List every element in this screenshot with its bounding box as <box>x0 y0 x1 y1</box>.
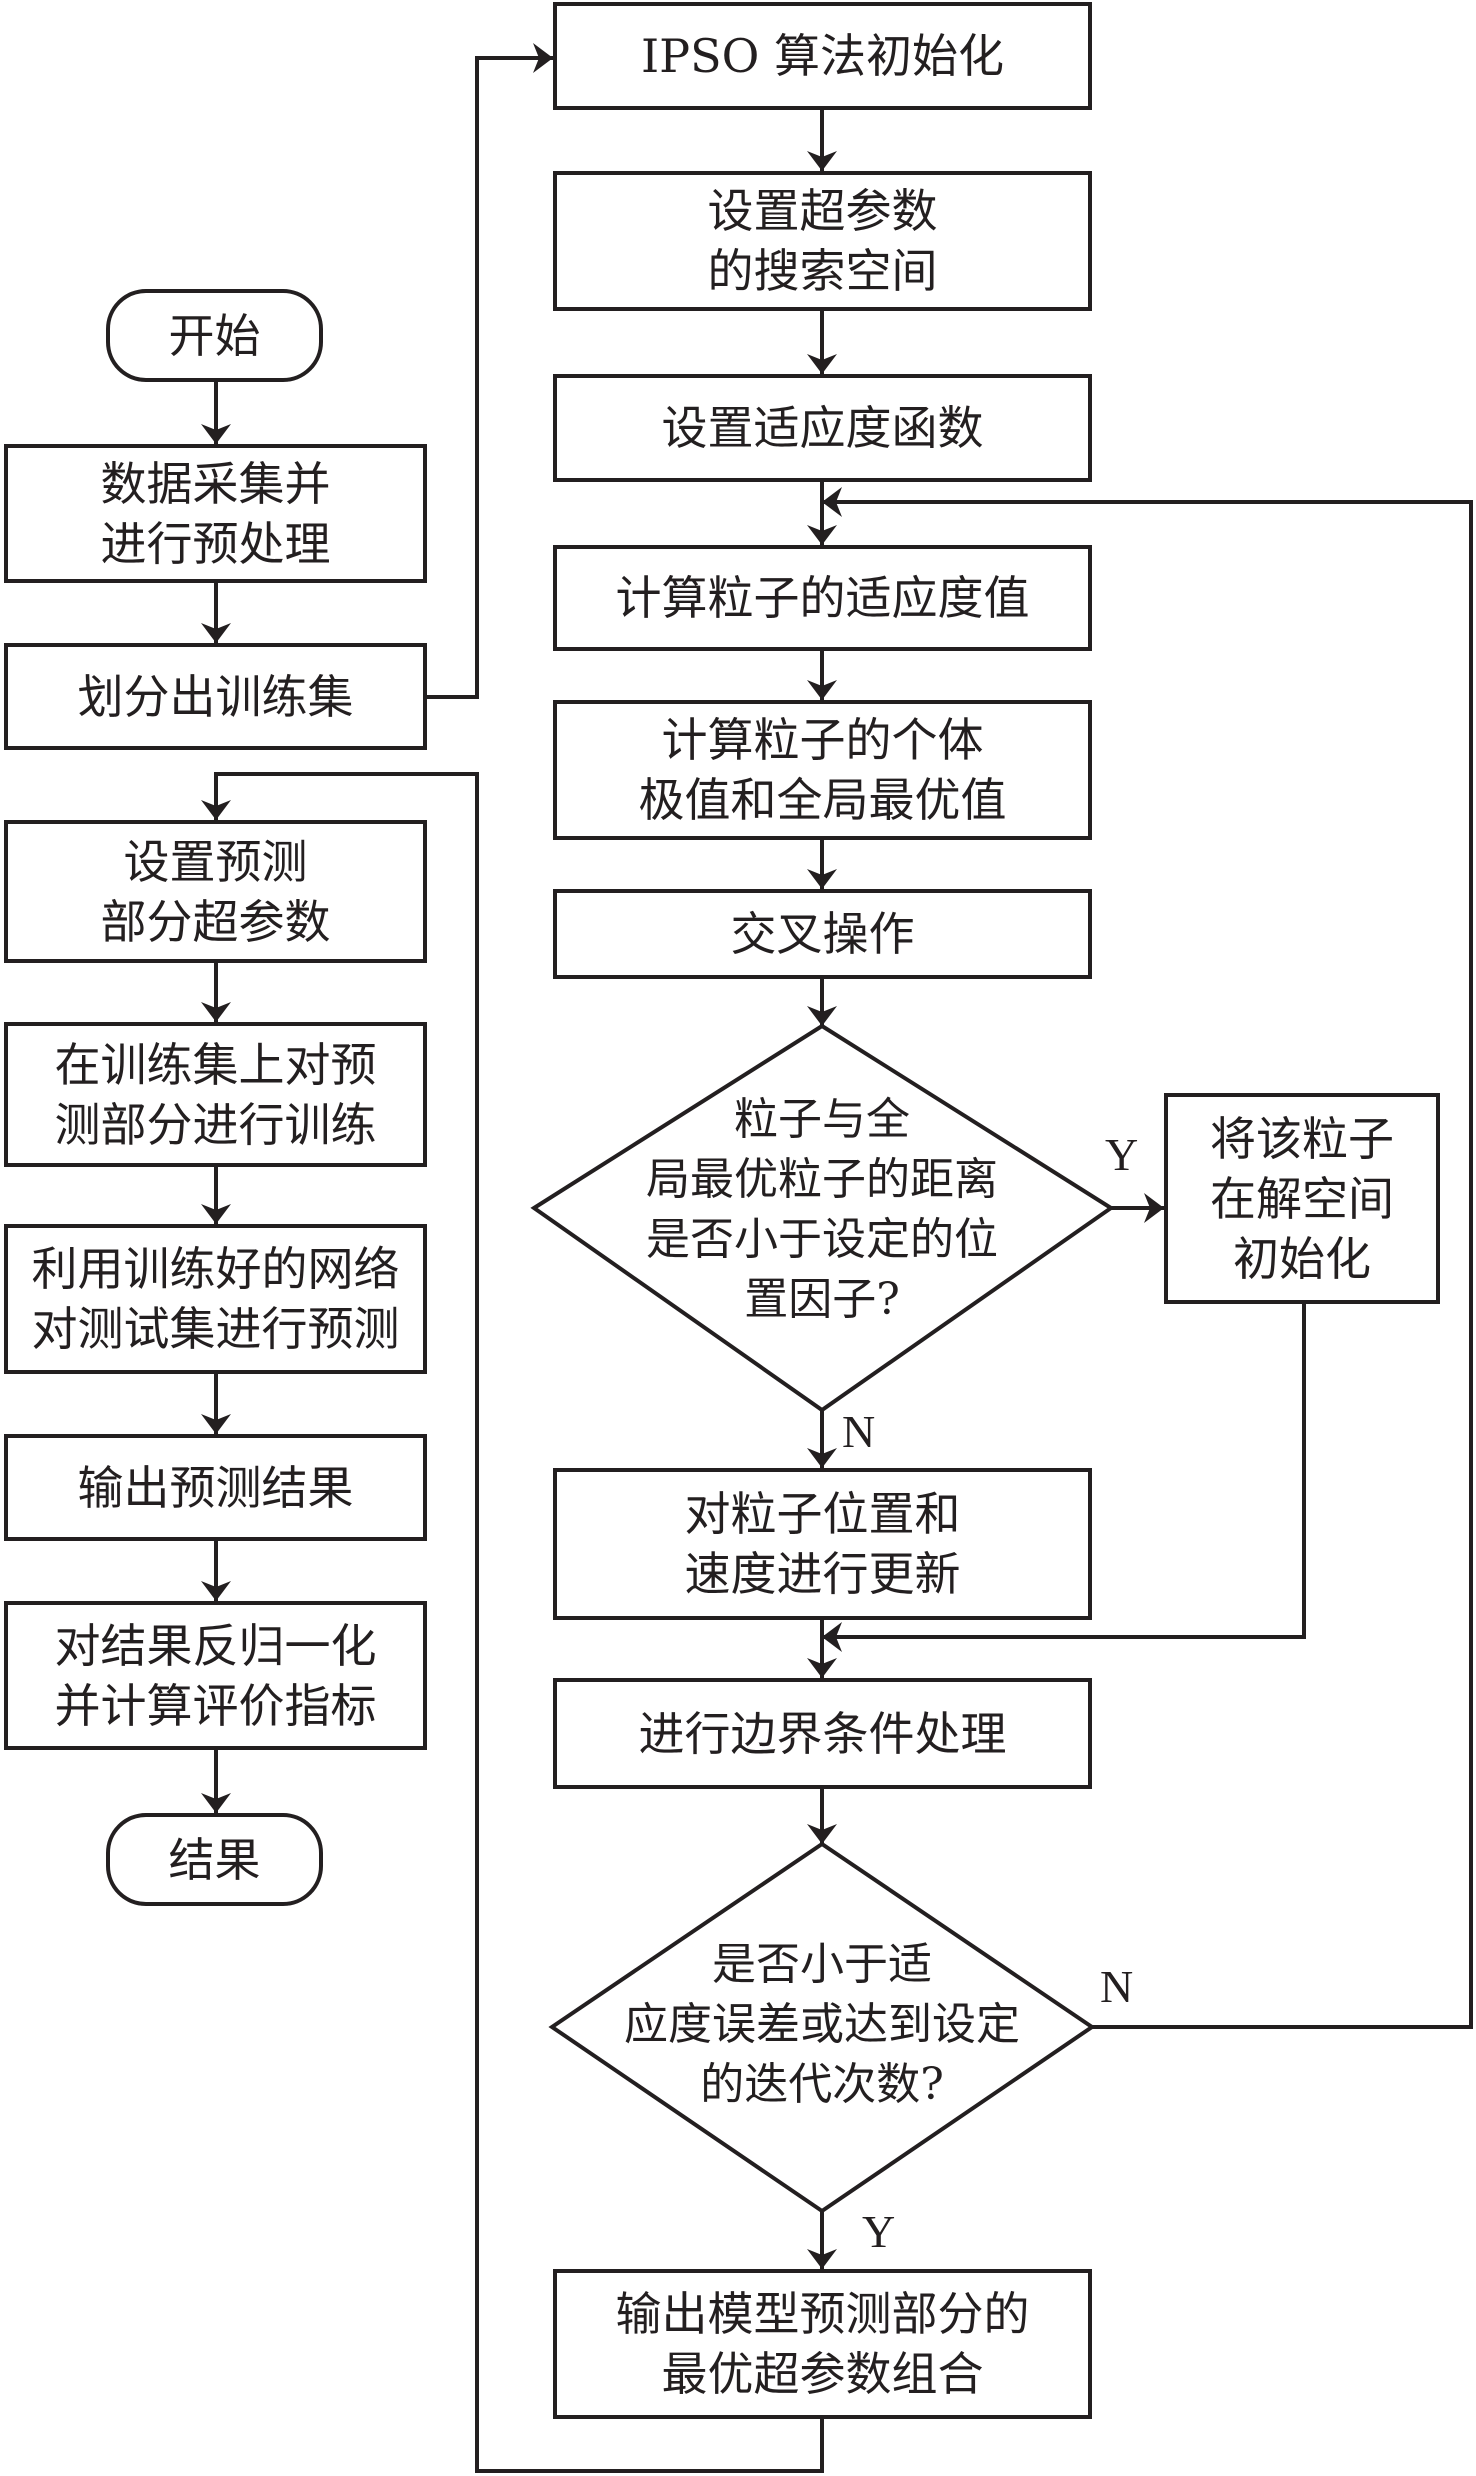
split-node: 划分出训练集 <box>4 643 427 750</box>
calc-fitness-node: 计算粒子的适应度值 <box>553 545 1092 651</box>
decision2-yes-label: Y <box>862 2206 896 2257</box>
arrow-split-init <box>427 43 553 699</box>
ipso-init-node: IPSO 算法初始化 <box>553 2 1092 110</box>
end-node: 结果 <box>106 1813 323 1906</box>
decision1-shape <box>530 1023 1115 1413</box>
search-space-node: 设置超参数 的搜索空间 <box>553 171 1092 311</box>
arrow-loop-setparams <box>201 772 824 2473</box>
set-params-node: 设置预测 部分超参数 <box>4 820 427 963</box>
reinit-node: 将该粒子 在解空间 初始化 <box>1164 1093 1440 1304</box>
decision2-shape <box>548 1841 1096 2214</box>
calc-best-node: 计算粒子的个体 极值和全局最优值 <box>553 700 1092 840</box>
decision1-text: 粒子与全 局最优粒子的距离 是否小于设定的位 置因子? <box>646 1094 998 1325</box>
fitness-function-node: 设置适应度函数 <box>553 374 1092 482</box>
update-node: 对粒子位置和 速度进行更新 <box>553 1468 1092 1620</box>
denorm-node: 对结果反归一化 并计算评价指标 <box>4 1601 427 1750</box>
arrow-reinit-merge <box>822 1304 1306 1652</box>
arrow-loop-back <box>822 487 1473 2029</box>
output-best-node: 输出模型预测部分的 最优超参数组合 <box>553 2269 1092 2419</box>
start-node: 开始 <box>106 289 323 382</box>
train-node: 在训练集上对预 测部分进行训练 <box>4 1022 427 1167</box>
decision2-text: 是否小于适 应度误差或达到设定 的迭代次数? <box>624 1939 1020 2110</box>
crossover-node: 交叉操作 <box>553 889 1092 979</box>
decision1-yes-label: Y <box>1105 1129 1139 1180</box>
output-node: 输出预测结果 <box>4 1434 427 1541</box>
collect-node: 数据采集并 进行预处理 <box>4 444 427 583</box>
boundary-node: 进行边界条件处理 <box>553 1678 1092 1789</box>
predict-node: 利用训练好的网络 对测试集进行预测 <box>4 1224 427 1374</box>
decision2-no-label: N <box>1100 1961 1134 2012</box>
decision1-no-label: N <box>842 1406 876 1457</box>
